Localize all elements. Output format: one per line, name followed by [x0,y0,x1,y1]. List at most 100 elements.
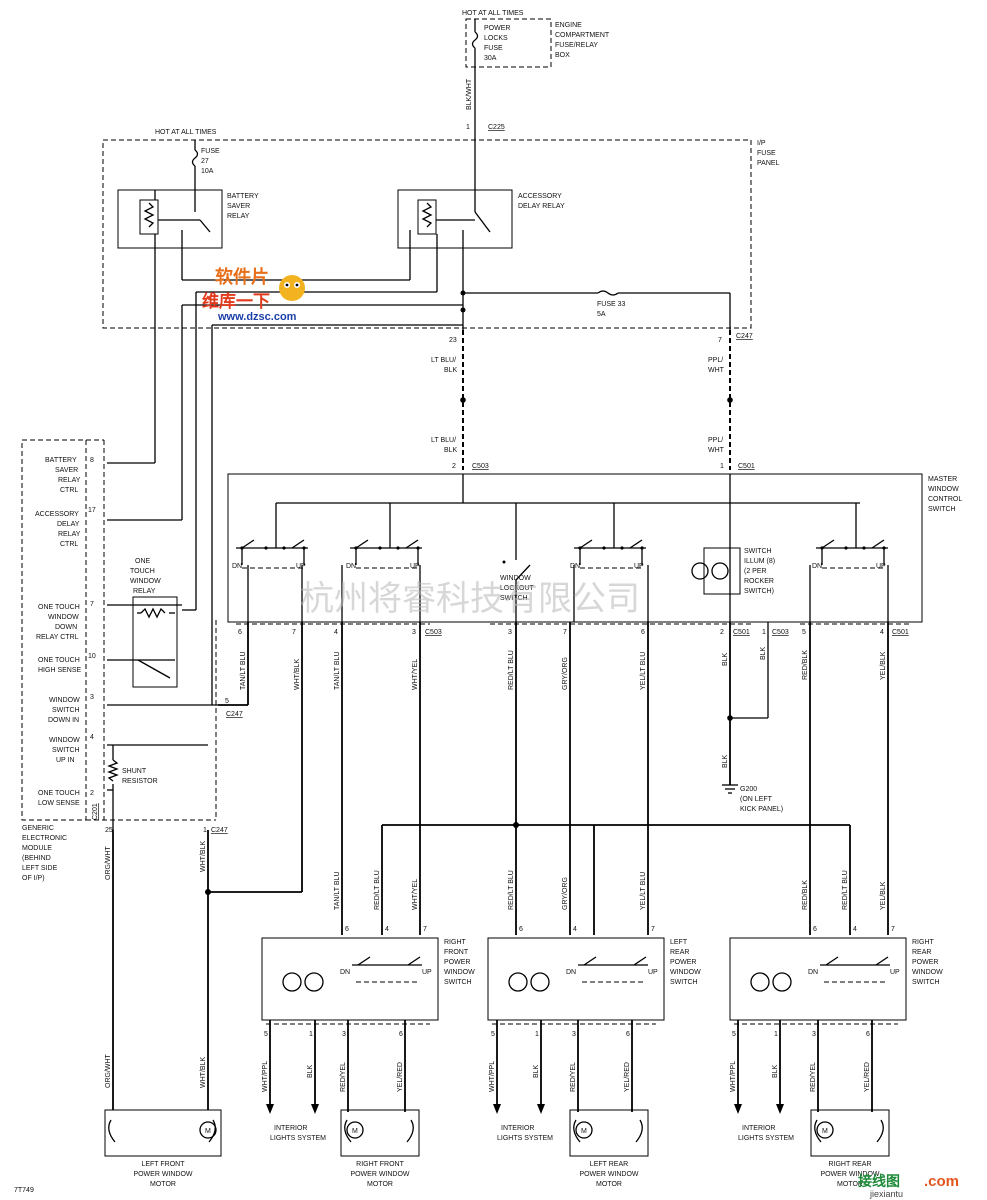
battery-saver-relay [117,189,223,249]
svg-text:HIGH SENSE: HIGH SENSE [38,667,82,674]
wire-label: TAN/LT BLU [334,651,341,690]
wire-label: BLK [307,1064,314,1078]
engine-fuse-box [465,18,552,68]
one-touch-window-relay [132,596,178,688]
contact-dot [578,546,582,550]
motor-m-label: M [205,1128,211,1135]
dzsc-logo: 软件片 维库一下 www.dzsc.com [202,266,305,323]
interior-label: INTERIOR [274,1125,307,1132]
connector-c247: C247 [226,711,243,718]
wire-label: BLK [444,367,458,374]
svg-text:UP IN: UP IN [56,757,75,764]
illum-label: ILLUM (8) [744,558,775,565]
connector-c501: C501 [892,629,909,636]
svg-text:17: 17 [88,507,96,514]
pin-label: 3 [342,1031,346,1038]
pin-label: 5 [225,698,229,705]
wire-label: RED/LT BLU [374,870,381,910]
svg-text:8: 8 [90,457,94,464]
svg-text:ONE TOUCH: ONE TOUCH [38,604,80,611]
panel-label: I/P [757,140,766,147]
pin-label: 1 [774,1031,778,1038]
pin-label: 1 [203,827,207,834]
master-label: CONTROL [928,496,962,503]
jiexiantu-logo: 接线图 .com jiexiantu [858,1173,959,1199]
switch-label: RIGHT [444,939,467,946]
wire-label: BLK [533,1064,540,1078]
dn-label: DN [232,563,242,570]
switch-contact [291,539,305,549]
ip-fuse-panel-outline [102,139,752,329]
led-icon [508,972,528,992]
module-label: ELECTRONIC [22,835,67,842]
fuse-label: FUSE [484,45,503,52]
pin-label: 1 [762,629,766,636]
switch-contact [629,539,643,549]
svg-text:BATTERY: BATTERY [45,457,77,464]
pin-label: 7 [563,629,567,636]
switch-label: SWITCH [444,979,472,986]
gem-pin-labels: BATTERY SAVER RELAY CTRL ACCESSORY DELAY… [35,457,82,807]
master-label: WINDOW [928,486,959,493]
wire-label: YEL/RED [624,1062,631,1092]
contact-dot [396,546,400,550]
ground-label: G200 [740,786,757,793]
pin-label: 4 [573,926,577,933]
contact-dot [620,546,624,550]
motor-label: MOTOR [837,1181,863,1188]
lockout-label: WINDOW [500,575,531,582]
relay-label: DELAY RELAY [518,203,565,210]
wire-label: PPL/ [708,437,723,444]
contact-dot [602,546,606,550]
wire-label: RED/LT BLU [508,870,515,910]
svg-text:RELAY CTRL: RELAY CTRL [36,634,79,641]
pin-label: 6 [813,926,817,933]
svg-text:www.dzsc.com: www.dzsc.com [217,311,297,323]
wire-label: RED/YEL [340,1062,347,1092]
pin-label: 7 [651,926,655,933]
pin-label: 6 [626,1031,630,1038]
wire-label: TAN/LT BLU [334,871,341,910]
svg-text:ONE TOUCH: ONE TOUCH [38,657,80,664]
wire-label: RED/YEL [810,1062,817,1092]
connector-c501: C501 [738,463,755,470]
pin-label: 2 [720,629,724,636]
switch-contact [583,956,597,966]
fuse-label: 30A [484,55,497,62]
svg-text:CTRL: CTRL [60,541,78,548]
dn-label: DN [808,969,818,976]
switch-label: FRONT [444,949,469,956]
contact-dot [844,546,848,550]
pin-label: 1 [466,124,470,131]
relay-label: TOUCH [130,568,155,575]
relay-label: ACCESSORY [518,193,562,200]
wire-label: WHT/YEL [412,659,419,690]
up-label: UP [634,563,644,570]
lockout-label: LOCKOUT [500,585,535,592]
panel-label: PANEL [757,160,780,167]
pin-label: 23 [449,337,457,344]
wire-label: PPL/ [708,357,723,364]
contact-dot [640,546,644,550]
led-icon [304,972,324,992]
motor-icon [346,1121,364,1139]
fuse-27-symbol [191,149,199,167]
motor-label: LEFT REAR [590,1161,628,1168]
svg-text:DELAY: DELAY [57,521,80,528]
connector-c503: C503 [472,463,489,470]
motor-label: RIGHT FRONT [356,1161,404,1168]
wire-label: YEL/LT BLU [640,652,647,690]
pin-label: 6 [238,629,242,636]
watermark: 杭州将睿科技有限公司 [300,579,640,619]
switch-contact [241,539,255,549]
led-icon [282,972,302,992]
svg-text:2: 2 [90,790,94,797]
svg-text:维库一下: 维库一下 [202,291,270,312]
fuse-30a-symbol [471,31,479,49]
contact-dot [282,546,286,550]
motor-label: MOTOR [150,1181,176,1188]
interior-label: LIGHTS SYSTEM [270,1135,326,1142]
motor-label: POWER WINDOW [350,1171,409,1178]
motor-motor_rr [810,1109,890,1157]
